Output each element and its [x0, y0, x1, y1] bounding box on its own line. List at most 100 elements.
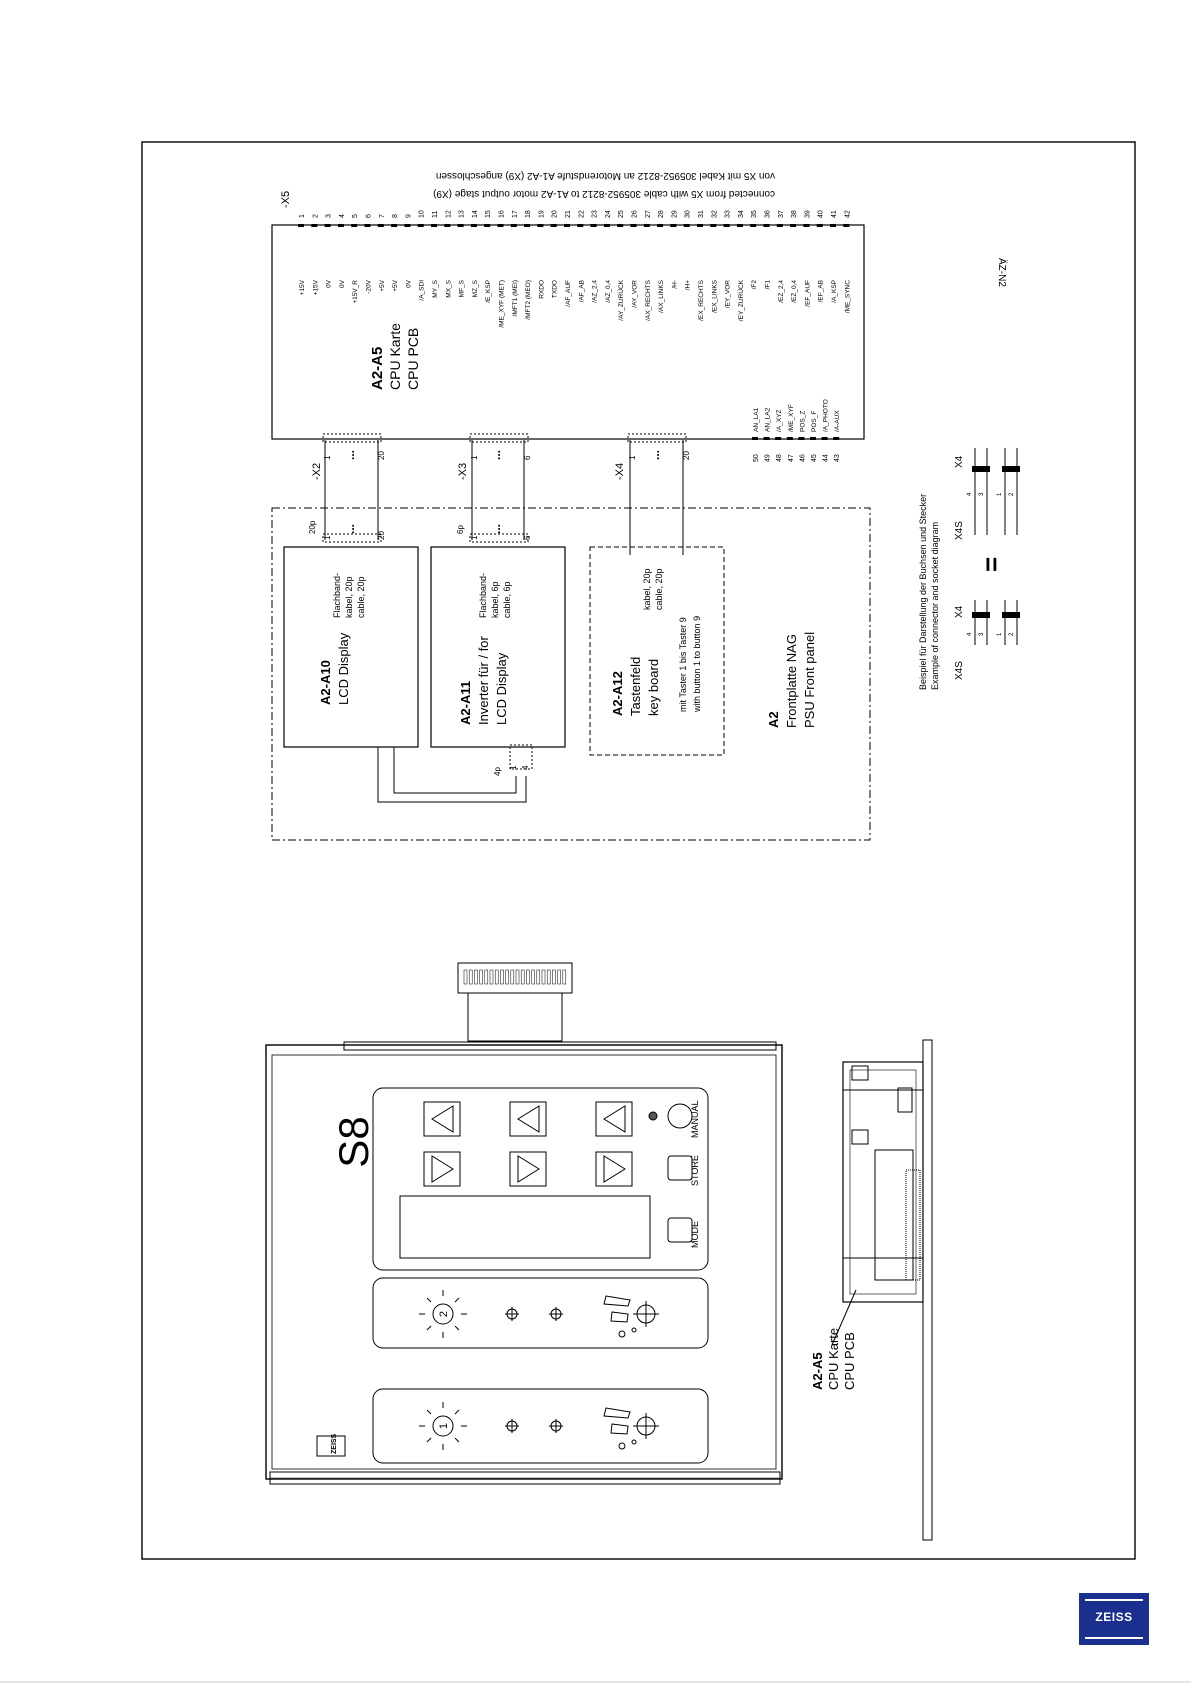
- side-cpu-id: A2-A5: [810, 1352, 825, 1390]
- a12-cable-2: cable, 20p: [654, 568, 664, 610]
- x5-pin-mark: [431, 224, 437, 227]
- x5-pin-signal: -20V: [366, 279, 373, 293]
- aux-pin-number: 48: [776, 454, 783, 462]
- a10-id: A2-A10: [318, 660, 333, 705]
- ribbon-connector: [457, 962, 573, 994]
- socket-example-de: Beispiel für Darstellung der Buchsen und…: [918, 494, 928, 690]
- a12-note-2: with button 1 to button 9: [692, 616, 702, 713]
- socket-pin-number: 2: [1009, 632, 1015, 636]
- x5-pin-number: 12: [445, 210, 452, 218]
- x5-pin-number: 27: [645, 210, 652, 218]
- x5-pin-number: 31: [698, 210, 705, 218]
- ribbon-pin: [526, 969, 530, 985]
- aux-pin-mark: [763, 437, 770, 440]
- socket-pin-number: 4: [967, 492, 973, 496]
- x5-pin-number: 23: [592, 210, 599, 218]
- a11-cable-3: cable, 6p: [502, 581, 512, 618]
- manual-label: MANUAL: [690, 1100, 700, 1138]
- right-arrow-button-3[interactable]: [595, 1151, 633, 1187]
- right-arrow-button-1[interactable]: [423, 1151, 461, 1187]
- connection-note-de: von X5 mit Kabel 305952-8212 an Motorend…: [436, 170, 775, 181]
- x5-pin-number: 26: [632, 210, 639, 218]
- panel-name-1: Frontplatte NAG: [784, 634, 799, 728]
- x5-pin-signal: 0V: [405, 279, 412, 288]
- aux-pin-mark: [821, 437, 828, 440]
- crosshair-icon: [505, 1419, 563, 1433]
- lcd-inverter-cable: [377, 747, 527, 803]
- x5-pin-signal: /EF_AB: [818, 280, 825, 302]
- left-arrow-button-2[interactable]: [509, 1101, 547, 1137]
- mode-button[interactable]: [667, 1217, 693, 1243]
- lcd-window: [399, 1195, 651, 1259]
- x4-dots: ...: [648, 450, 662, 460]
- left-arrow-button-1[interactable]: [423, 1101, 461, 1137]
- zeiss-logo: ZEISS: [1079, 1593, 1149, 1645]
- x5-pin-signal: RXDO: [538, 280, 545, 299]
- x5-pin-signal: /EY_VOR: [725, 280, 732, 308]
- arrow-buttons[interactable]: [423, 1101, 633, 1187]
- x5-pin-number: 21: [565, 210, 572, 218]
- x4s-label-left: X4S: [954, 661, 965, 680]
- x5-pin-signal: /AZ_2,4: [592, 280, 599, 303]
- x5-pin-mark: [550, 224, 557, 227]
- zeiss-badge: [316, 1435, 346, 1457]
- x5-pin-mark: [537, 224, 544, 227]
- cpu-board-id: A2-A5: [369, 347, 386, 390]
- drawing-frame: [141, 141, 1136, 1560]
- x5-pin-signal: /H+: [685, 280, 692, 291]
- zeiss-logo-text: ZEISS: [1095, 1610, 1133, 1624]
- x4-label-left: X4: [954, 605, 965, 618]
- ribbon-pin: [479, 969, 483, 985]
- wiring-diagram: A2-A5 CPU Karte CPU PCB -X5 1+15V2+15V30…: [271, 170, 1020, 841]
- x5-pin-signal: +15V: [312, 279, 319, 295]
- x2-dots-b: ...: [343, 524, 357, 534]
- x5-pin-signal: MZ_S: [472, 279, 479, 297]
- ribbon-pin: [505, 969, 509, 985]
- manual-button[interactable]: [667, 1103, 693, 1129]
- x5-pin-number: 42: [844, 210, 851, 218]
- right-arrow-button-2[interactable]: [509, 1151, 547, 1187]
- x5-pin-mark: [497, 224, 504, 227]
- ribbon-pin: [484, 969, 489, 985]
- x5-pin-signal: /EZ_0,4: [791, 280, 798, 303]
- ribbon-pin: [500, 969, 504, 985]
- x5-pin-mark: [710, 224, 717, 227]
- x4-label-right: X4: [954, 455, 965, 468]
- aux-pin-list: 50AN_LA149AN_LA248/A_XYZ47/ME_XYF46POS_Z…: [752, 399, 841, 462]
- ribbon-pin: [468, 969, 473, 985]
- x5-pin-mark: [444, 224, 451, 227]
- x3-pin-last: 6: [523, 455, 532, 460]
- x5-pin-signal: MX_S: [445, 279, 452, 297]
- crosshair-icon: [505, 1307, 563, 1321]
- x2-label: -X2: [311, 463, 323, 480]
- x5-pin-mark: [377, 224, 384, 227]
- module-a12-box: [589, 546, 725, 756]
- front-panel-group: [271, 507, 871, 841]
- ribbon-pin: [541, 969, 546, 985]
- x4-pin-first: 1: [628, 455, 637, 460]
- x5-pin-number: 29: [671, 210, 678, 218]
- x5-pin-number: 38: [791, 210, 798, 218]
- zeiss-badge-text: ZEISS: [331, 1433, 338, 1454]
- aux-pin-signal: /A_PHOTO: [823, 399, 830, 432]
- module-a11-box: [430, 546, 566, 748]
- x5-pin-number: 9: [405, 214, 412, 218]
- knob-1-number: 1: [438, 1423, 450, 1429]
- display-label: S8: [330, 1116, 377, 1167]
- panel-name-2: PSU Front panel: [802, 632, 817, 728]
- x5-pin-mark: [843, 224, 850, 227]
- x5-pin-signal: /H-: [671, 280, 678, 289]
- x5-pin-mark: [630, 224, 637, 227]
- x3-pin-first-b: 1: [470, 535, 479, 540]
- store-button[interactable]: [667, 1155, 693, 1181]
- x2-pin-last: 20: [377, 451, 386, 460]
- left-arrow-button-3[interactable]: [595, 1101, 633, 1137]
- left-arrow-icon: [517, 1105, 540, 1133]
- x5-pin-signal: /EX_RECHTS: [698, 279, 705, 320]
- x5-pin-mark: [617, 224, 624, 227]
- x5-pin-signal: /AZ_0,4: [605, 280, 612, 303]
- x5-pin-mark: [750, 224, 757, 227]
- equals-sign: =: [976, 557, 1006, 572]
